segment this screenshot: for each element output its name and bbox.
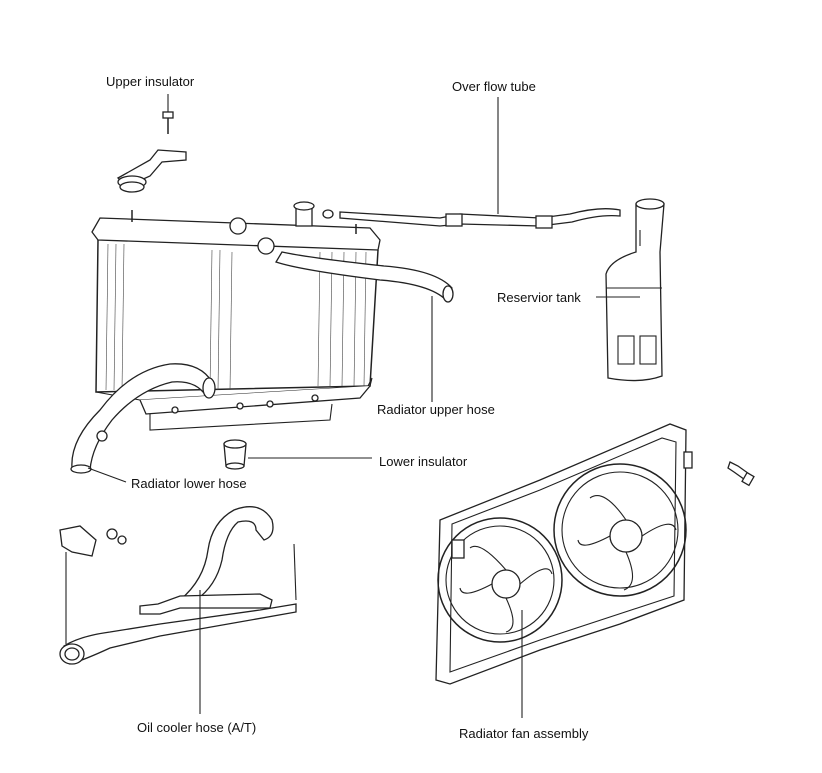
label-oil-cooler-hose: Oil cooler hose (A/T): [137, 720, 257, 735]
reservior-tank-part: [605, 198, 665, 382]
radiator-fan-assembly-part: [435, 423, 693, 685]
leader-lines: [65, 94, 640, 718]
radiator-part: [91, 201, 381, 431]
over-flow-tube-part: [339, 208, 621, 229]
label-upper-insulator: Upper insulator: [106, 74, 195, 89]
label-radiator-upper-hose: Radiator upper hose: [377, 402, 495, 417]
label-over-flow-tube: Over flow tube: [452, 79, 536, 94]
bolt-part: [727, 461, 755, 487]
upper-insulator-part: [116, 111, 187, 193]
label-lower-insulator: Lower insulator: [379, 454, 468, 469]
label-radiator-lower-hose: Radiator lower hose: [131, 476, 247, 491]
radiator-upper-hose-part: [275, 251, 454, 303]
oil-cooler-hose-part: [59, 506, 297, 665]
label-radiator-fan-assembly: Radiator fan assembly: [459, 726, 589, 741]
label-reservior-tank: Reservior tank: [497, 290, 581, 305]
lower-insulator-part: [223, 439, 247, 470]
radiator-lower-hose-part: [70, 363, 216, 474]
